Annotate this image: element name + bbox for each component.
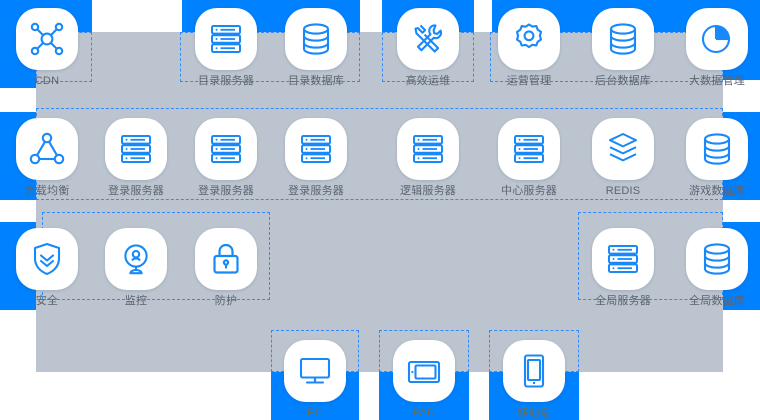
node-client-pad-label: PAD (412, 407, 436, 419)
phone-icon[interactable] (503, 340, 565, 402)
node-dir-server-label: 目录服务器 (198, 75, 254, 87)
node-client-pc[interactable]: PC (282, 340, 348, 420)
node-global-server[interactable]: 全局服务器 (590, 228, 656, 308)
node-backend-db-label: 后台数据库 (595, 75, 651, 87)
node-bigdata-label: 大数据管理 (689, 75, 745, 87)
node-load-balance[interactable]: 负载均衡 (14, 118, 80, 198)
gear-icon[interactable] (498, 8, 560, 70)
shield-icon[interactable] (16, 228, 78, 290)
server-rack-icon[interactable] (498, 118, 560, 180)
server-rack-icon[interactable] (105, 118, 167, 180)
node-ops-label: 高效运维 (405, 75, 451, 87)
node-monitor[interactable]: 监控 (103, 228, 169, 308)
node-global-server-label: 全局服务器 (595, 295, 651, 307)
node-client-pc-label: PC (307, 407, 323, 419)
directory-group (180, 32, 360, 82)
pie-chart-icon[interactable] (686, 8, 748, 70)
node-global-db-label: 全局数据库 (689, 295, 745, 307)
node-global-db[interactable]: 全局数据库 (684, 228, 750, 308)
node-dir-db[interactable]: 目录数据库 (283, 8, 349, 88)
server-rack-icon[interactable] (592, 228, 654, 290)
node-login-server-1[interactable]: 登录服务器 (103, 118, 169, 198)
database-icon[interactable] (686, 118, 748, 180)
node-op-mgmt-label: 运营管理 (506, 75, 552, 87)
node-center-server[interactable]: 中心服务器 (496, 118, 562, 198)
node-login-server-3[interactable]: 登录服务器 (283, 118, 349, 198)
node-cdn-label: CDN (34, 75, 60, 87)
node-redis-label: REDIS (605, 185, 641, 197)
node-protection[interactable]: 防护 (193, 228, 259, 308)
server-rack-icon[interactable] (285, 118, 347, 180)
node-op-mgmt[interactable]: 运营管理 (496, 8, 562, 88)
database-icon[interactable] (592, 8, 654, 70)
node-login-server-3-label: 登录服务器 (288, 185, 344, 197)
node-bigdata[interactable]: 大数据管理 (684, 8, 750, 88)
node-login-server-2[interactable]: 登录服务器 (193, 118, 259, 198)
node-client-mobile[interactable]: 移动端 (501, 340, 567, 420)
node-login-server-1-label: 登录服务器 (108, 185, 164, 197)
node-load-balance-label: 负载均衡 (24, 185, 70, 197)
node-client-pad[interactable]: PAD (391, 340, 457, 420)
server-rack-icon[interactable] (397, 118, 459, 180)
node-logic-server-label: 逻辑服务器 (400, 185, 456, 197)
node-monitor-label: 监控 (124, 295, 148, 307)
lock-icon[interactable] (195, 228, 257, 290)
desktop-monitor-icon[interactable] (284, 340, 346, 402)
tablet-icon[interactable] (393, 340, 455, 402)
node-security[interactable]: 安全 (14, 228, 80, 308)
node-game-db[interactable]: 游戏数据库 (684, 118, 750, 198)
node-game-db-label: 游戏数据库 (689, 185, 745, 197)
node-dir-db-label: 目录数据库 (288, 75, 344, 87)
tools-wrench-icon[interactable] (397, 8, 459, 70)
node-client-mobile-label: 移动端 (517, 407, 551, 419)
node-cdn[interactable]: CDN (14, 8, 80, 88)
cdn-network-icon[interactable] (16, 8, 78, 70)
node-security-label: 安全 (35, 295, 59, 307)
node-dir-server[interactable]: 目录服务器 (193, 8, 259, 88)
server-rack-icon[interactable] (195, 8, 257, 70)
main-gray-panel (36, 32, 723, 372)
node-login-server-2-label: 登录服务器 (198, 185, 254, 197)
node-protection-label: 防护 (214, 295, 238, 307)
database-icon[interactable] (686, 228, 748, 290)
server-rack-icon[interactable] (195, 118, 257, 180)
node-center-server-label: 中心服务器 (501, 185, 557, 197)
camera-monitor-icon[interactable] (105, 228, 167, 290)
node-logic-server[interactable]: 逻辑服务器 (395, 118, 461, 198)
stack-layers-icon[interactable] (592, 118, 654, 180)
database-icon[interactable] (285, 8, 347, 70)
node-backend-db[interactable]: 后台数据库 (590, 8, 656, 88)
load-balance-icon[interactable] (16, 118, 78, 180)
node-ops[interactable]: 高效运维 (395, 8, 461, 88)
node-redis[interactable]: REDIS (590, 118, 656, 198)
